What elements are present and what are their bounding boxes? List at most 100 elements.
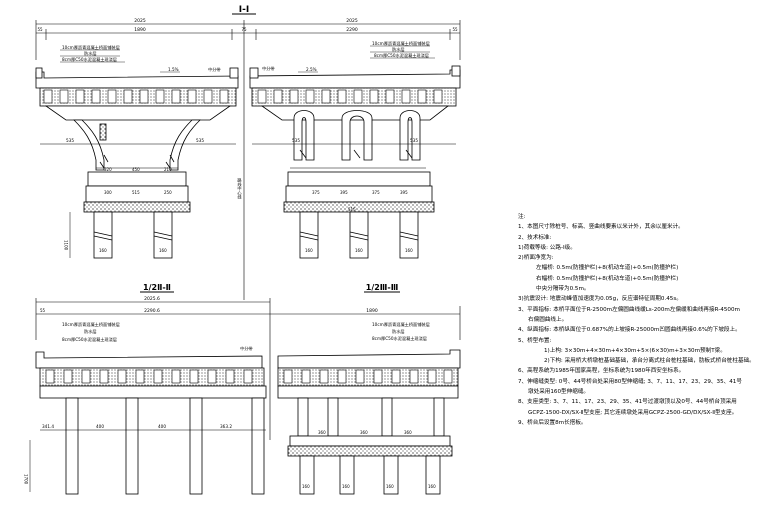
section-1-pier-right — [260, 105, 450, 161]
s3-col-c: 360 — [404, 430, 412, 435]
slope-right: 2.5% — [306, 67, 317, 72]
pile-dia-5: 160 — [405, 248, 413, 253]
dim-right-width: 2290 — [346, 27, 358, 33]
cap-dim-a: 320 — [104, 167, 112, 172]
s2-median: 中分带 — [240, 345, 253, 352]
pier-dim-mid2: 395 — [340, 190, 348, 195]
s2-col-c: 363.2 — [220, 424, 232, 429]
deck-layer-label-r: 10cm厚沥青混凝土桥面铺装层 — [372, 40, 430, 47]
deck-layer-label: 10cm厚沥青混凝土桥面铺装层 — [62, 44, 120, 51]
pile-dia-2: 160 — [159, 248, 167, 253]
note-item: 3)抗震设计: 地震动峰值加速度为0.05g，反应谱特征周期0.45s。 — [518, 296, 682, 303]
section-2-3: 1/2Ⅱ-Ⅱ 1/2Ⅲ-Ⅲ 2025.6 2290.6 1890 55 10cm… — [24, 283, 461, 495]
cap-dim-c: 210 — [164, 167, 172, 172]
median-label-r: 中分带 — [262, 65, 275, 72]
concrete-layer-label-r: 8cm厚C50水泥混凝土现浇层 — [374, 52, 429, 59]
dim-bottom-right: 535 — [292, 138, 300, 143]
dim-edge-right: 55 — [452, 27, 458, 32]
pile-dim-a: 300 — [104, 190, 112, 195]
section-1-pier-left — [44, 105, 232, 171]
note-item: 1)上构: 3×30m+4×30m+4×30m+5×(6×30)m+3×30m预… — [544, 347, 726, 354]
waterproof-label-r: 防水层 — [392, 46, 405, 53]
concrete-layer-label: 8cm厚C50水泥混凝土现浇层 — [62, 56, 117, 63]
s2-edge: 55 — [40, 308, 46, 313]
median-label-l: 中分带 — [208, 66, 221, 73]
note-item: 右幅桥: 0.5m(防撞护栏)+8(机动车道)+0.5m(防撞护栏) — [536, 275, 679, 282]
pier-dim-mid3: 375 — [372, 190, 380, 195]
s2-col-b: 400 — [158, 424, 166, 429]
s3-pile-1: 160 — [302, 484, 310, 489]
note-item: 墩处采用160型伸缩缝。 — [528, 389, 590, 396]
note-item: 1)荷载等级: 公路-I级。 — [518, 244, 576, 251]
s3-right: 1890 — [366, 308, 378, 314]
note-item: 6、高程系统为1985年国家高程，坐标系统为1980年西安坐标系。 — [518, 368, 685, 375]
section-1-pile-caps — [83, 171, 435, 213]
s2-col-a: 400 — [96, 424, 104, 429]
dim-edge-left: 55 — [37, 27, 43, 32]
note-item: 3、平面指标: 本桥平面位于R-2500m左偏圆曲线缓Ls-200m左偏缓和曲线… — [518, 306, 740, 313]
s3-waterproof: 防水层 — [392, 328, 405, 335]
pier-dim-mid4: 395 — [400, 190, 408, 195]
s2-offset: 341.4 — [42, 424, 54, 429]
dim-total-right: 2025 — [346, 18, 358, 24]
note-item: 8、支座类型: 3、7、11、17、23、29、35、41号过渡墩顶以及0号、4… — [518, 399, 737, 406]
note-item: 9、桥台后设置8m长搭板。 — [518, 419, 587, 426]
dim-height-1: 1100 — [64, 240, 69, 251]
s3-pile-2: 160 — [342, 484, 350, 489]
dim-bottom-center: 535 — [196, 138, 204, 143]
section-1-piles — [93, 211, 419, 259]
section-3-columns — [287, 397, 453, 495]
section-1: I-I 2025 2025 1890 2290 55 75 55 10cm厚沥青… — [35, 5, 461, 300]
section-2-cap — [39, 385, 459, 399]
section-1-dimensions — [35, 20, 461, 300]
note-item: 2、技术标准: — [518, 234, 552, 241]
note-item: 左幅桥: 0.5m(防撞护栏)+8(机动车道)+0.5m(防撞护栏) — [536, 265, 679, 272]
s2-waterproof: 防水层 — [84, 328, 97, 335]
pier-dim-mid: 375 — [312, 190, 320, 195]
notes-panel: 注: 1、本图尺寸除桩号、标高、竖曲线要素以米计外，其余以厘米计。 2、技术标准… — [518, 212, 755, 428]
note-item: 中央分隔带为0.5m。 — [536, 286, 590, 293]
pile-dim-r: 515 — [348, 207, 356, 212]
section-1-mid-dims — [40, 143, 456, 169]
s3-deck-layer: 10cm厚沥青混凝土桥面铺装层 — [372, 321, 430, 328]
pile-dia-3: 160 — [305, 248, 313, 253]
dim-total-left: 2025 — [134, 18, 146, 24]
s3-concrete: 8cm厚C50水泥混凝土现浇层 — [372, 335, 427, 342]
note-item: 7、伸缩缝类型: 0号、44号桥台处采用80型伸缩缝; 3、7、11、17、23… — [518, 378, 742, 385]
section-1-deck-right — [249, 65, 461, 107]
s3-pile-3: 160 — [386, 484, 394, 489]
dim-bottom-right-2: 535 — [410, 138, 418, 143]
s3-pile-4: 160 — [428, 484, 436, 489]
section-3-deck — [277, 349, 461, 387]
dim-left-width: 1890 — [134, 27, 146, 33]
pile-dim-b: 515 — [132, 190, 140, 195]
slope-left: 1.5% — [168, 67, 179, 72]
section-2-title: 1/2Ⅱ-Ⅱ — [143, 283, 171, 292]
s3-col-b: 360 — [360, 430, 368, 435]
note-item: GCPZ-1500-DX/SX-Ⅱ型支座; 其它连续墩处采用GCPZ-2500-… — [528, 409, 738, 416]
section-1-title: I-I — [239, 5, 249, 15]
s2-total: 2025.6 — [144, 296, 160, 302]
s2-concrete: 8cm厚C50水泥混凝土现浇层 — [62, 336, 117, 343]
s2-deck-layer: 10cm厚沥青混凝土桥面铺装层 — [62, 321, 120, 328]
section-1-deck-labels: 10cm厚沥青混凝土桥面铺装层 防水层 8cm厚C50水泥混凝土现浇层 10cm… — [60, 40, 435, 73]
section-1-deck-left — [35, 67, 239, 107]
dim-gap: 75 — [241, 27, 247, 32]
centerline-label: 路线中心线 — [237, 177, 243, 200]
note-item: 右偏圆曲线上。 — [528, 316, 568, 323]
waterproof-label: 防水层 — [84, 50, 97, 57]
notes-heading: 注: — [518, 214, 526, 220]
pile-dim-c: 250 — [164, 190, 172, 195]
pile-dia-1: 160 — [99, 248, 107, 253]
section-2-deck-labels: 10cm厚沥青混凝土桥面铺装层 防水层 8cm厚C50水泥混凝土现浇层 10cm… — [62, 321, 430, 352]
section-3-title: 1/2Ⅲ-Ⅲ — [366, 283, 399, 292]
section-2-deck — [35, 351, 265, 387]
s2-height: 1700 — [24, 474, 29, 485]
cap-dim-b: 450 — [132, 167, 140, 172]
dim-bottom-left: 535 — [66, 138, 74, 143]
section-2-dimensions — [35, 298, 461, 440]
note-item: 4、纵面指标: 本桥纵面位于0.687%的上坡接R-25000m凹圆曲线再接0.… — [518, 327, 741, 334]
note-item: 5、桥型布置: — [518, 337, 552, 344]
note-item: 2)桥面净宽为: — [518, 255, 554, 262]
